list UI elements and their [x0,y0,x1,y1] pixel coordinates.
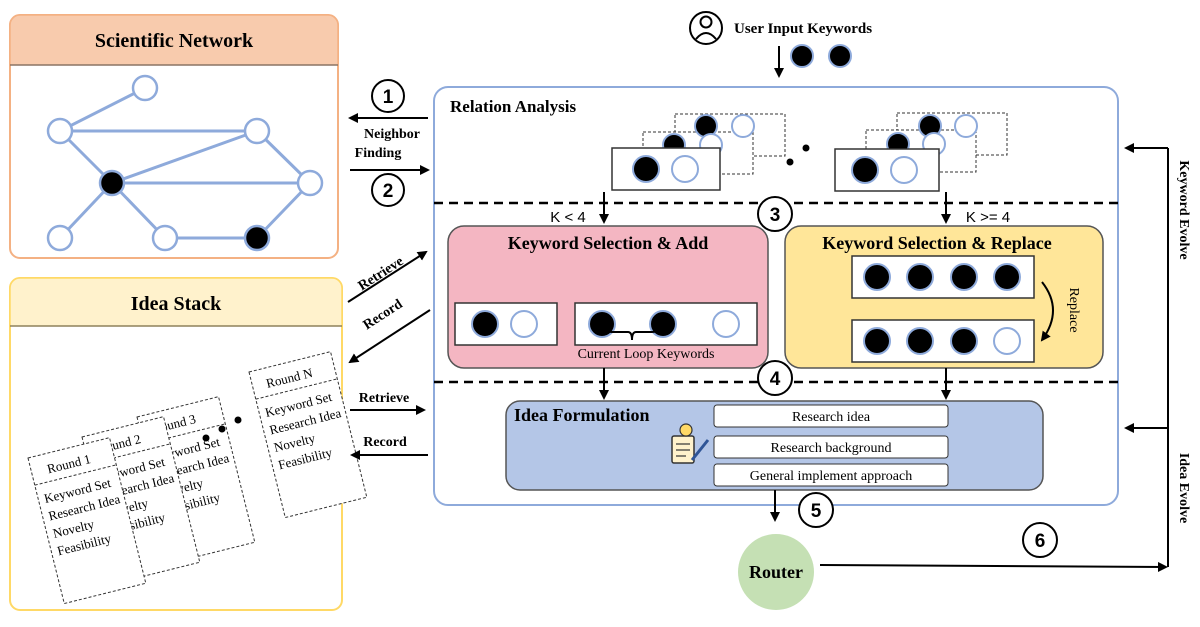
idea-field: Research idea [792,410,871,425]
keyword-node [863,263,891,291]
network-node [131,74,159,102]
notepad-lightbulb-icon [671,423,710,464]
network-node [46,224,74,252]
relation-analysis-panel: Relation Analysis [433,86,1119,506]
keyword-add-title: Keyword Selection & Add [508,233,709,253]
keyword-node [950,263,978,291]
round-card-n: Round N Keyword Set Research Idea Novelt… [248,351,368,519]
round-card-1: Round 1 Keyword Set Research Idea Novelt… [27,437,147,605]
step-2-badge: 2 [371,173,405,207]
user-input-label: User Input Keywords [734,21,872,37]
keyword-pair-stack-left [611,113,786,191]
idea-stack-panel: Idea Stack Round 3 Keyword Set Research … [9,277,368,611]
idea-formulation-box: Idea Formulation Research idea Research … [505,400,1044,491]
input-keyword-node [790,44,814,68]
record-arrow-upper [348,309,431,364]
svg-text:4: 4 [770,369,781,390]
current-loop-brace [599,317,664,341]
keyword-replace-box: Keyword Selection & Replace Replace [784,225,1104,369]
keyword-node [510,310,538,338]
keyword-node [471,310,499,338]
idea-formulation-title: Idea Formulation [514,405,650,425]
network-node-selected [98,169,126,197]
keyword-node [993,327,1021,355]
record-label-upper: Record [361,297,406,333]
network-connectors: 1 Neighbor Finding 2 [348,79,430,207]
network-node-selected [243,224,271,252]
keyword-evolve-label: Keyword Evolve [1176,160,1191,259]
svg-text:3: 3 [770,205,781,226]
step-5-badge: 5 [798,492,834,528]
replace-label: Replace [1066,287,1081,332]
user-icon [689,11,723,45]
step-1-badge: 1 [371,79,405,113]
scientific-network-panel: Scientific Network [9,14,339,259]
evolve-feedback: Keyword Evolve Idea Evolve [1124,143,1191,567]
idea-field: Research background [771,441,892,456]
router-out-arrow [819,561,1168,572]
neighbor-label: Neighbor [364,127,420,142]
network-nodes [46,74,324,252]
keyword-node [993,263,1021,291]
keyword-pair-stack-right [834,112,1008,192]
keyword-node [890,156,918,184]
keyword-add-box: Keyword Selection & Add Current Loop Key… [447,225,769,369]
network-node [243,117,271,145]
keyword-node [712,310,740,338]
keyword-node [588,310,616,338]
user-input: User Input Keywords [689,11,872,78]
network-node [46,117,74,145]
network-node [151,224,179,252]
input-keyword-node [828,44,852,68]
svg-text:5: 5 [811,501,822,522]
step-3-badge: 3 [757,196,793,232]
k-less-label: K < 4 [550,209,585,226]
ellipsis-dots [202,416,242,442]
svg-text:1: 1 [383,87,394,108]
idea-stack-title: Idea Stack [131,293,222,315]
keyword-node [671,155,699,183]
current-loop-caption: Current Loop Keywords [578,347,715,362]
keyword-node [863,327,891,355]
network-node [296,169,324,197]
retrieve-label-lower: Retrieve [359,391,410,406]
router-node: Router [738,534,814,610]
idea-evolve-label: Idea Evolve [1176,453,1191,523]
k-ge-label: K >= 4 [966,209,1010,226]
relation-analysis-title: Relation Analysis [450,97,576,116]
record-label-lower: Record [363,435,407,450]
svg-text:2: 2 [383,181,394,202]
scientific-network-title: Scientific Network [95,30,254,52]
router-label: Router [749,562,803,582]
finding-label: Finding [355,146,402,161]
step-4-badge: 4 [757,360,793,396]
retrieve-label-upper: Retrieve [356,254,407,294]
retrieve-arrow-upper [347,250,428,303]
keyword-node [632,155,660,183]
step-6-badge: 6 [1022,522,1058,558]
keyword-node [906,327,934,355]
replace-arrow [1040,281,1054,342]
keyword-node [950,327,978,355]
idea-stack-connectors: Retrieve Record Retrieve Record [347,250,431,460]
svg-text:6: 6 [1035,531,1046,552]
keyword-node [906,263,934,291]
keyword-node [851,156,879,184]
keyword-replace-title: Keyword Selection & Replace [822,233,1051,253]
ellipsis-dots-top [786,144,810,166]
idea-field: General implement approach [750,469,912,484]
